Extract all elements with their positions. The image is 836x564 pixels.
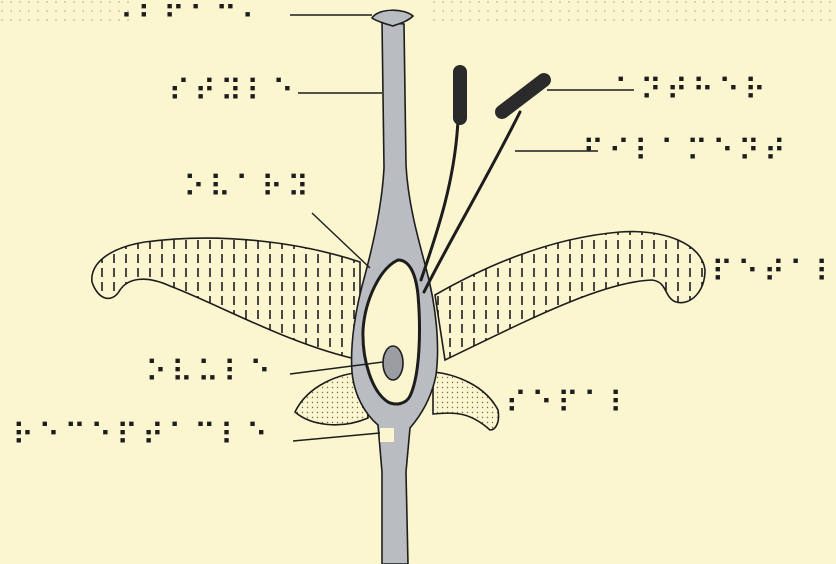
leader-receptacle: [293, 433, 380, 441]
label-sepal: ⠎⠑⠏⠁⠇: [505, 386, 635, 421]
receptacle-notch: [380, 428, 394, 442]
label-ovule: ⠕⠧⠥⠇⠑: [145, 355, 275, 390]
stigma: [372, 10, 413, 26]
label-filament: ⠋⠊⠇⠁⠍⠑⠝⠞: [582, 134, 790, 169]
petal-right: [435, 232, 705, 360]
anther-right: [502, 80, 544, 112]
label-anther: ⠁⠝⠞⠓⠑⠗: [614, 73, 770, 108]
label-stigma: ⠠⠎⠞⠊⠛⠍⠁: [111, 0, 293, 27]
petal-left: [92, 238, 360, 360]
ovule: [383, 346, 403, 380]
sepal-right: [433, 372, 499, 430]
label-style: ⠎⠞⠽⠇⠑: [168, 74, 298, 109]
label-ovary: ⠕⠧⠁⠗⠽: [183, 170, 313, 205]
filament-left: [421, 120, 458, 280]
label-receptacle: ⠗⠑⠉⠑⠏⠞⠁⠉⠇⠑: [12, 418, 272, 453]
dot-grid-top-right: [430, 0, 836, 24]
label-petal: ⠏⠑⠞⠁⠇: [711, 255, 836, 290]
